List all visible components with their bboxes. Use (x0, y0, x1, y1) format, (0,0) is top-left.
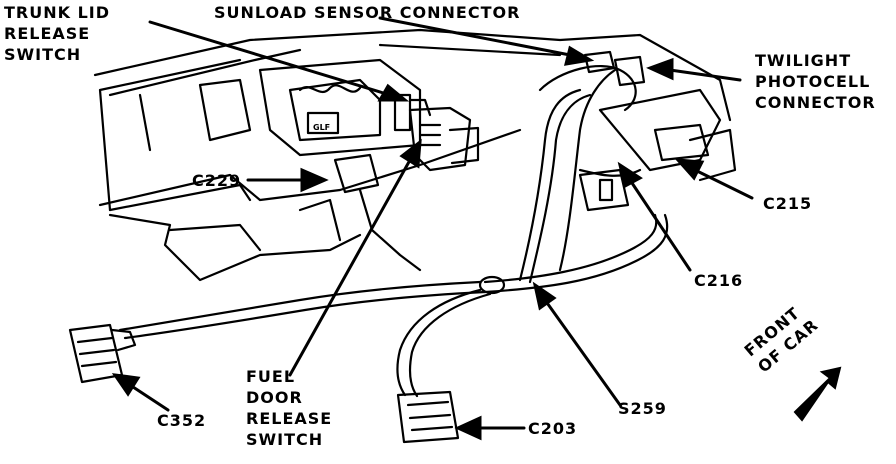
c203-ribs (406, 400, 454, 432)
harness-up-1 (518, 88, 582, 282)
c352-ribs (76, 336, 118, 368)
twilight-line-1: TWILIGHT (755, 51, 852, 70)
arrowhead-twilight (646, 57, 674, 81)
leader-twilight (668, 68, 742, 82)
dash-front-panel (98, 58, 242, 212)
arrowhead-sunload (563, 45, 595, 66)
label-c203: C203 (528, 419, 578, 438)
leader-c215 (693, 168, 754, 200)
c352-tail (110, 328, 137, 352)
label-c215: C215 (763, 194, 813, 213)
dash-inner-edge (108, 48, 302, 97)
arrowhead-s259 (532, 281, 557, 311)
arrowhead-c216 (617, 161, 643, 189)
label-trunk-lid-release-switch: TRUNK LID RELEASE SWITCH (4, 2, 110, 65)
label-c352: C352 (157, 411, 207, 430)
arrowhead-fuel-door (399, 138, 422, 169)
leader-s259 (543, 298, 622, 407)
label-twilight-photocell-connector: TWILIGHT PHOTOCELL CONNECTOR (755, 50, 876, 113)
leader-sunload (378, 16, 572, 57)
floor-rib-2 (298, 198, 342, 242)
harness-right-1 (483, 213, 658, 284)
arrowhead-c203 (454, 415, 482, 441)
fuel-line-4: SWITCH (246, 430, 324, 449)
twilight-connector (613, 55, 646, 87)
fuel-switch-plug (448, 126, 480, 165)
dash-ledge (378, 43, 562, 57)
fuel-line-1: FUEL (246, 367, 296, 386)
c216-plug (598, 178, 614, 202)
label-c216: C216 (694, 271, 744, 290)
harness-up-2 (528, 93, 592, 284)
dash-lower-edge (98, 128, 522, 207)
dash-vent (138, 78, 252, 152)
floor-rib (168, 223, 262, 252)
twilight-line-2: PHOTOCELL (755, 72, 871, 91)
arrowhead-trunk-lid (377, 83, 410, 102)
arrowhead-c352 (111, 373, 141, 397)
fuel-switch-terminals (418, 123, 442, 147)
c229-body (333, 153, 380, 194)
c203-body (396, 390, 460, 444)
label-s259: S259 (618, 399, 667, 418)
trunk-lid-line-3: SWITCH (4, 45, 82, 64)
arrowhead-c229 (300, 167, 329, 193)
fuel-line-3: RELEASE (246, 409, 333, 428)
floor-outline (108, 213, 362, 282)
sunload-connector (583, 50, 616, 74)
leader-c216 (628, 178, 692, 272)
c215-body (653, 123, 710, 162)
switch-plunger (393, 93, 412, 132)
switch-spring (298, 84, 362, 94)
twilight-line-3: CONNECTOR (755, 93, 876, 112)
harness-to-c216 (578, 168, 642, 177)
label-sunload-sensor-connector: SUNLOAD SENSOR CONNECTOR (214, 3, 521, 22)
arrowhead-c215 (674, 158, 705, 181)
fuel-line-2: DOOR (246, 388, 303, 407)
s259-splice (478, 275, 506, 295)
right-bracket (598, 88, 722, 172)
dash-face (108, 183, 252, 212)
leader-fuel-door (288, 158, 412, 377)
harness-loop (538, 65, 637, 112)
label-glf-tag: GLF (313, 123, 331, 132)
trunk-lid-line-2: RELEASE (4, 24, 91, 43)
label-fuel-door-release-switch: FUEL DOOR RELEASE SWITCH (246, 366, 332, 450)
glf-tag-box (306, 111, 340, 135)
dash-top-edge (93, 28, 732, 122)
c229-wire (358, 188, 422, 272)
harness-main-2 (123, 290, 487, 340)
trunk-lid-line-1: TRUNK LID (4, 3, 111, 22)
front-of-car-arrow (793, 366, 842, 422)
harness-main-1 (118, 280, 482, 332)
right-panel (688, 128, 737, 182)
harness-up-3 (558, 68, 617, 272)
leader-trunk-lid (148, 20, 392, 97)
label-c229: C229 (192, 171, 242, 190)
harness-down-1 (396, 288, 482, 397)
harness-down-2 (408, 292, 492, 398)
c216-body (578, 168, 630, 212)
leader-c352 (128, 383, 170, 412)
